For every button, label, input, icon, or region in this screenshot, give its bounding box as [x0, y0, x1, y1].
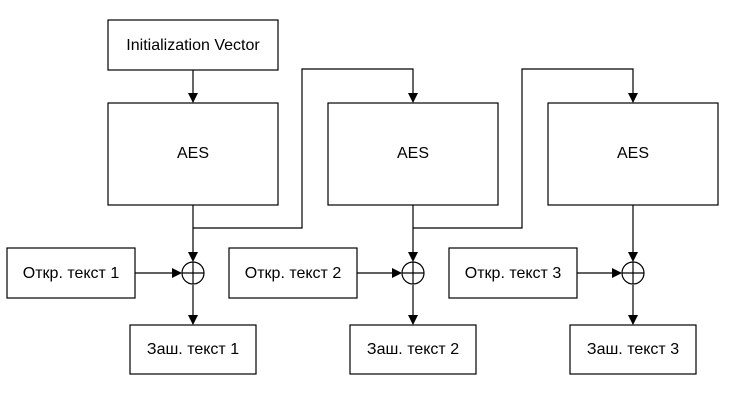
- feedback-1-to-aes-2: [193, 68, 418, 229]
- plaintext-node-3: Откр. текст 3: [448, 247, 578, 299]
- aes-block-3: AES: [547, 102, 719, 206]
- aes-box-3: [547, 102, 719, 206]
- aes-block-2: AES: [327, 102, 499, 206]
- iv-node: Initialization Vector: [107, 19, 279, 71]
- ciphertext-label-1: Заш. текст 1: [147, 341, 239, 358]
- ciphertext-node-1: Заш. текст 1: [129, 324, 257, 375]
- xor-node-3: [621, 261, 645, 285]
- iv-box: [107, 19, 279, 71]
- ciphertext-box-1: [129, 324, 257, 375]
- aes-label-2: AES: [397, 145, 429, 162]
- plaintext-node-2: Откр. текст 2: [228, 247, 358, 299]
- plaintext-box-2: [228, 247, 358, 299]
- aes-box-1: [107, 102, 279, 206]
- xor-node-1: [181, 261, 205, 285]
- plaintext-label-2: Откр. текст 2: [245, 265, 342, 282]
- plaintext-node-1: Откр. текст 1: [6, 247, 136, 299]
- aes-box-2: [327, 102, 499, 206]
- feedback-2-to-aes-3: [413, 68, 638, 229]
- plaintext-box-1: [6, 247, 136, 299]
- ciphertext-node-3: Заш. текст 3: [569, 324, 697, 375]
- xor-node-2: [401, 261, 425, 285]
- ciphertext-box-3: [569, 324, 697, 375]
- plaintext-label-1: Откр. текст 1: [23, 265, 120, 282]
- iv-label: Initialization Vector: [126, 37, 260, 54]
- plaintext-box-3: [448, 247, 578, 299]
- ciphertext-node-2: Заш. текст 2: [349, 324, 477, 375]
- ciphertext-label-3: Заш. текст 3: [587, 341, 679, 358]
- aes-label-3: AES: [617, 145, 649, 162]
- ciphertext-label-2: Заш. текст 2: [367, 341, 459, 358]
- aes-block-1: AES: [107, 102, 279, 206]
- plaintext-label-3: Откр. текст 3: [465, 265, 562, 282]
- aes-label-1: AES: [177, 145, 209, 162]
- ciphertext-box-2: [349, 324, 477, 375]
